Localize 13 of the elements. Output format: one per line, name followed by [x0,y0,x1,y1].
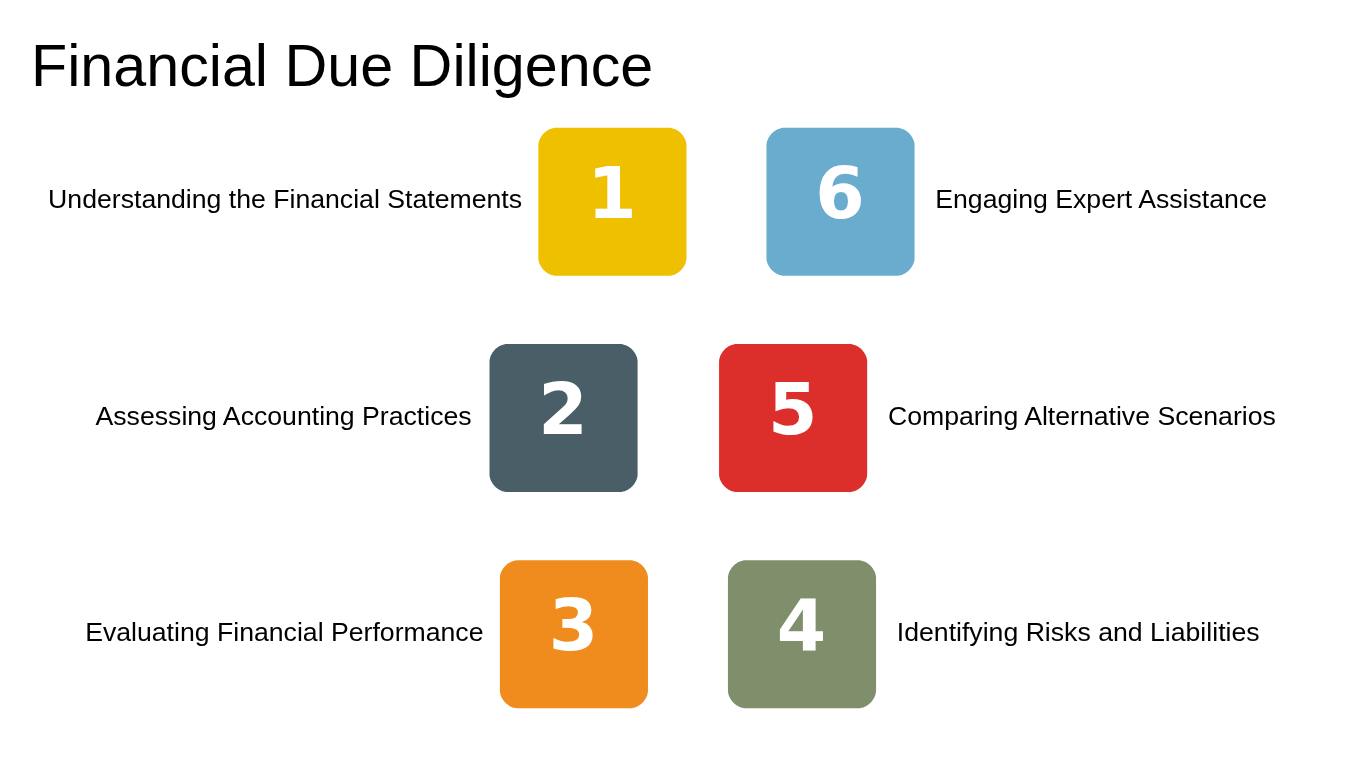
node-label: Engaging Expert Assistance [935,184,1268,215]
node-label: Identifying Risks and Liabilities [896,616,1260,647]
node-box: 4 [727,560,877,709]
node-box: 5 [719,343,868,493]
node-box: 6 [766,127,915,276]
node-box: 3 [499,560,648,709]
node-label: Understanding the Financial Statements [48,184,523,215]
node-label: Comparing Alternative Scenarios [887,400,1276,431]
diagram-title: Financial Due Diligence [30,32,654,100]
node-label: Evaluating Financial Performance [85,616,484,647]
node-box: 1 [538,127,687,276]
node-label: Assessing Accounting Practices [95,400,472,431]
node-box: 2 [489,343,638,493]
